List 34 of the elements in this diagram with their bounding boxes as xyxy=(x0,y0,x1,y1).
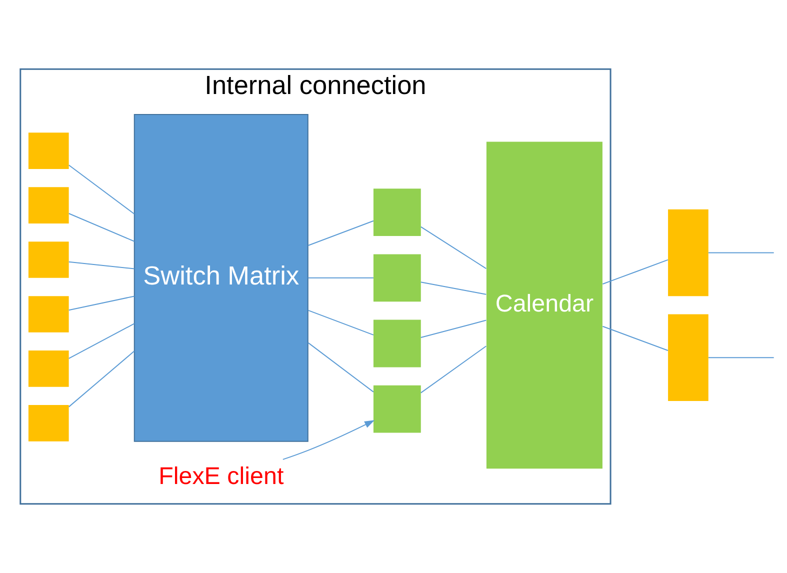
connector xyxy=(420,320,486,338)
connector xyxy=(602,326,668,351)
connector xyxy=(420,282,486,295)
node-box xyxy=(668,314,708,401)
connector xyxy=(708,357,774,358)
connector xyxy=(420,346,486,394)
connector xyxy=(68,213,135,242)
connector xyxy=(602,259,668,284)
node-box: Calendar xyxy=(486,142,602,469)
node-box xyxy=(373,254,421,302)
connector xyxy=(68,350,135,408)
node-box xyxy=(28,350,69,387)
node-text: FlexE client xyxy=(158,462,284,490)
connector xyxy=(68,164,135,214)
connector xyxy=(308,342,374,392)
node-box: Switch Matrix xyxy=(134,114,308,442)
connector xyxy=(708,252,774,254)
node-box xyxy=(28,296,69,332)
node-box xyxy=(28,242,69,278)
connector xyxy=(308,310,374,336)
connector xyxy=(68,261,134,270)
connector xyxy=(68,296,134,311)
node-box xyxy=(373,385,421,433)
arrow xyxy=(282,420,375,460)
node-box xyxy=(668,209,708,296)
connector xyxy=(308,277,374,278)
node-box xyxy=(373,188,421,236)
connector xyxy=(308,220,374,246)
node-box xyxy=(28,187,69,224)
connector xyxy=(68,323,135,359)
node-box xyxy=(28,405,69,442)
connector xyxy=(420,226,486,269)
node-box xyxy=(28,132,69,169)
node-box xyxy=(373,320,421,368)
